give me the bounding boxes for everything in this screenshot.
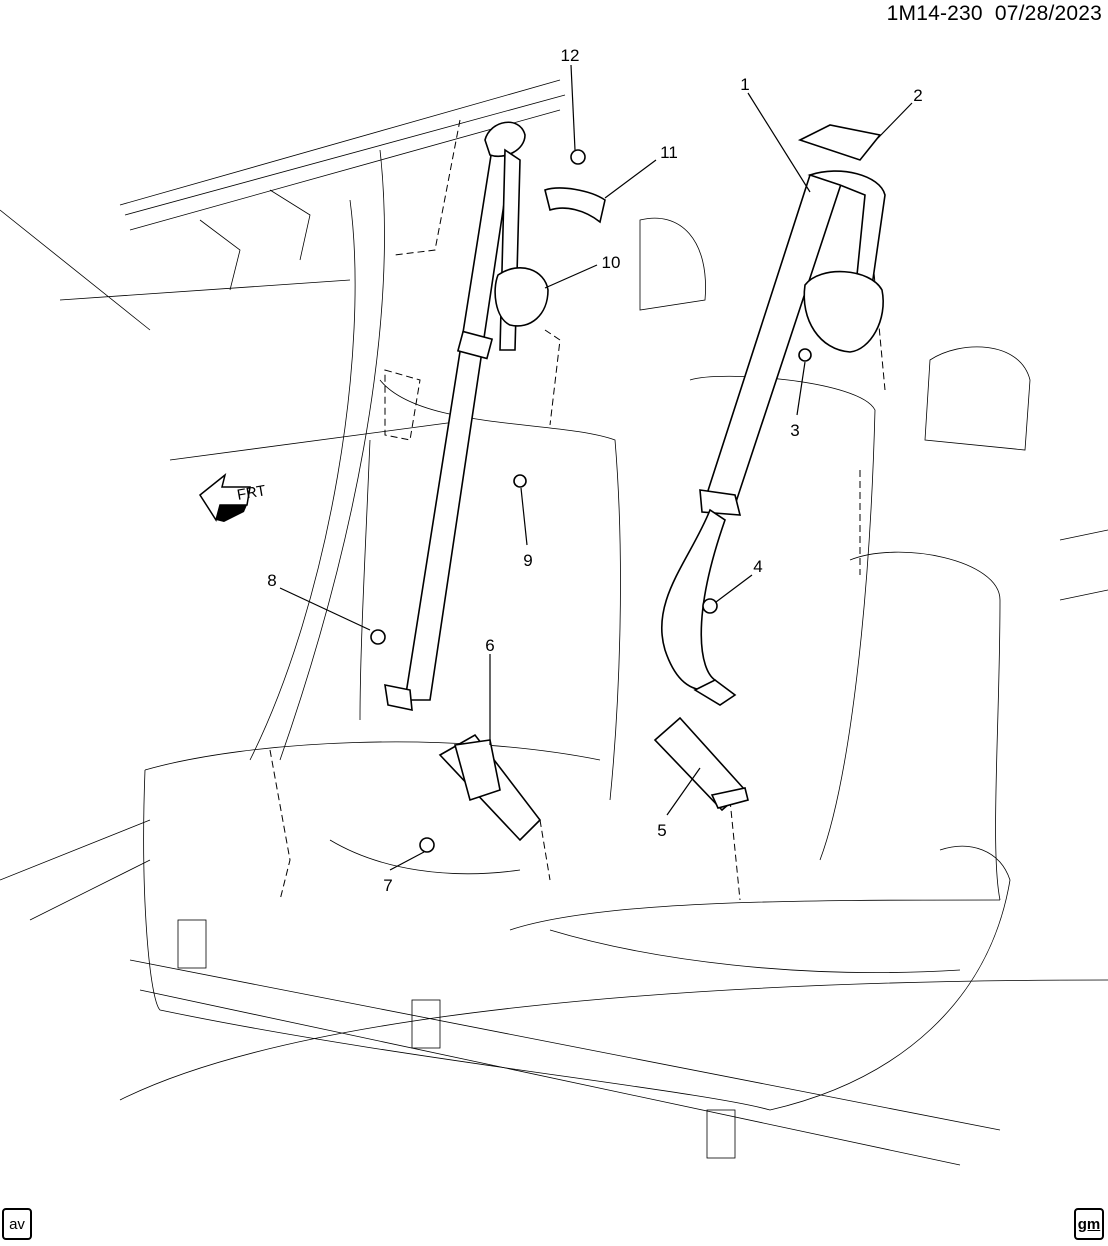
callout-5: 5: [657, 821, 666, 840]
diagram-date: 07/28/2023: [994, 2, 1102, 25]
left-buckle: [438, 733, 542, 842]
callout-11: 11: [660, 143, 678, 162]
center-seat-belt-assembly: [660, 124, 886, 706]
gm-logo: gm: [1074, 1208, 1104, 1240]
frt-label: FRT: [236, 482, 267, 504]
callout-numbers: 1 2 3 4 5 6 7 8 9 10 11 12: [267, 46, 922, 895]
bolt-9: [513, 474, 527, 488]
callout-10: 10: [602, 253, 621, 272]
callout-2: 2: [913, 86, 922, 105]
vehicle-body-outline: [0, 79, 1108, 1166]
diagram-header: 1M14-230 07/28/2023: [887, 2, 1102, 26]
callout-4: 4: [753, 557, 762, 576]
left-seat-belt-assembly: [384, 121, 606, 712]
bolt-8: [370, 629, 386, 645]
av-logo: av: [2, 1208, 32, 1240]
callout-1: 1: [740, 75, 749, 94]
bolt-12: [570, 149, 586, 165]
callout-9: 9: [523, 551, 532, 570]
callout-8: 8: [267, 571, 276, 590]
front-direction-arrow: FRT: [199, 473, 267, 522]
callout-3: 3: [790, 421, 799, 440]
callout-7: 7: [383, 876, 392, 895]
callout-12: 12: [561, 46, 580, 65]
bolt-7: [419, 837, 435, 853]
rear-seat-cushion-outline: [143, 741, 1011, 1111]
diagram-code: 1M14-230: [886, 2, 983, 25]
bolts: [370, 149, 812, 853]
callout-6: 6: [485, 636, 494, 655]
nut-3: [798, 348, 812, 362]
bolt-4: [702, 598, 718, 614]
center-buckle: [653, 716, 749, 812]
callout-leaders: [279, 64, 913, 871]
